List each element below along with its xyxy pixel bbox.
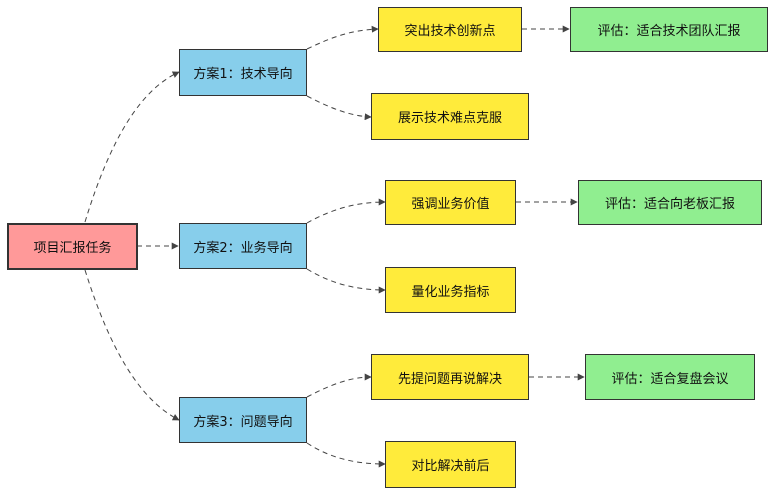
plan-2-evaluation-node: 评估：适合向老板汇报 bbox=[578, 180, 762, 225]
edge-plan2-detail2 bbox=[306, 268, 386, 294]
root-label: 项目汇报任务 bbox=[33, 241, 112, 256]
plan-2-evaluation-label: 评估：适合向老板汇报 bbox=[604, 197, 735, 212]
plan-1-node: 方案1：技术导向 bbox=[179, 49, 307, 96]
plan-2-detail-1-node: 强调业务价值 bbox=[385, 180, 516, 225]
root-node: 项目汇报任务 bbox=[7, 223, 138, 270]
plan-3-detail-1-label: 先提问题再说解决 bbox=[397, 371, 502, 387]
edge-plan3-detail2 bbox=[306, 442, 386, 468]
plan-1-detail-1-label: 突出技术创新点 bbox=[404, 24, 496, 39]
plan-3-evaluation-label: 评估：适合复盘会议 bbox=[611, 371, 729, 387]
plan-1-detail-1-node: 突出技术创新点 bbox=[378, 7, 522, 52]
edge-plan2-detail1 bbox=[306, 198, 386, 224]
plan-1-detail-2-node: 展示技术难点克服 bbox=[371, 93, 529, 140]
plan-2-detail-1-label: 强调业务价值 bbox=[411, 197, 490, 212]
plan-3-detail-2-label: 对比解决前后 bbox=[411, 459, 490, 474]
edge-plan1-detail2 bbox=[306, 95, 372, 121]
plan-3-label: 方案3：问题导向 bbox=[193, 414, 293, 430]
plan-1-evaluation-label: 评估：适合技术团队汇报 bbox=[597, 24, 741, 39]
plan-2-node: 方案2：业务导向 bbox=[179, 223, 307, 269]
plan-1-detail-2-label: 展示技术难点克服 bbox=[397, 111, 502, 126]
plan-3-evaluation-node: 评估：适合复盘会议 bbox=[585, 354, 755, 400]
plan-3-node: 方案3：问题导向 bbox=[179, 397, 307, 443]
edge-root-plan1 bbox=[84, 71, 180, 223]
edge-root-plan3 bbox=[84, 269, 180, 421]
edge-plan3-detail1 bbox=[306, 373, 372, 398]
edge-plan1-detail1 bbox=[306, 25, 379, 50]
plan-3-detail-1-node: 先提问题再说解决 bbox=[371, 354, 529, 400]
plan-1-evaluation-node: 评估：适合技术团队汇报 bbox=[570, 7, 768, 52]
plan-1-label: 方案1：技术导向 bbox=[193, 67, 293, 82]
plan-2-detail-2-label: 量化业务指标 bbox=[411, 284, 490, 300]
plan-2-label: 方案2：业务导向 bbox=[193, 240, 293, 256]
plan-2-detail-2-node: 量化业务指标 bbox=[385, 267, 516, 313]
plan-3-detail-2-node: 对比解决前后 bbox=[385, 441, 516, 488]
